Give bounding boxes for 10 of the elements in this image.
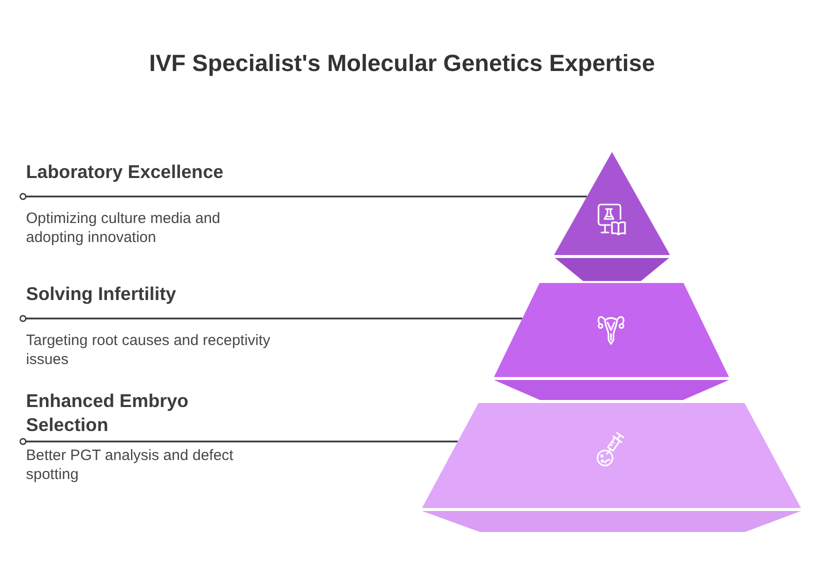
section-description: Optimizing culture media and adopting innovation bbox=[26, 209, 222, 247]
leader-line bbox=[20, 438, 458, 445]
section-description: Targeting root causes and receptivity issues bbox=[26, 331, 272, 369]
leader-line bbox=[20, 315, 522, 322]
diagram-title: IVF Specialist's Molecular Genetics Expertise bbox=[149, 49, 655, 78]
section-heading: Laboratory Excellence bbox=[26, 160, 224, 184]
section-description: Better PGT analysis and defect spotting bbox=[26, 446, 234, 484]
leader-line bbox=[20, 193, 587, 200]
section-heading: Enhanced Embryo Selection bbox=[26, 389, 190, 437]
section-heading: Solving Infertility bbox=[26, 282, 176, 306]
